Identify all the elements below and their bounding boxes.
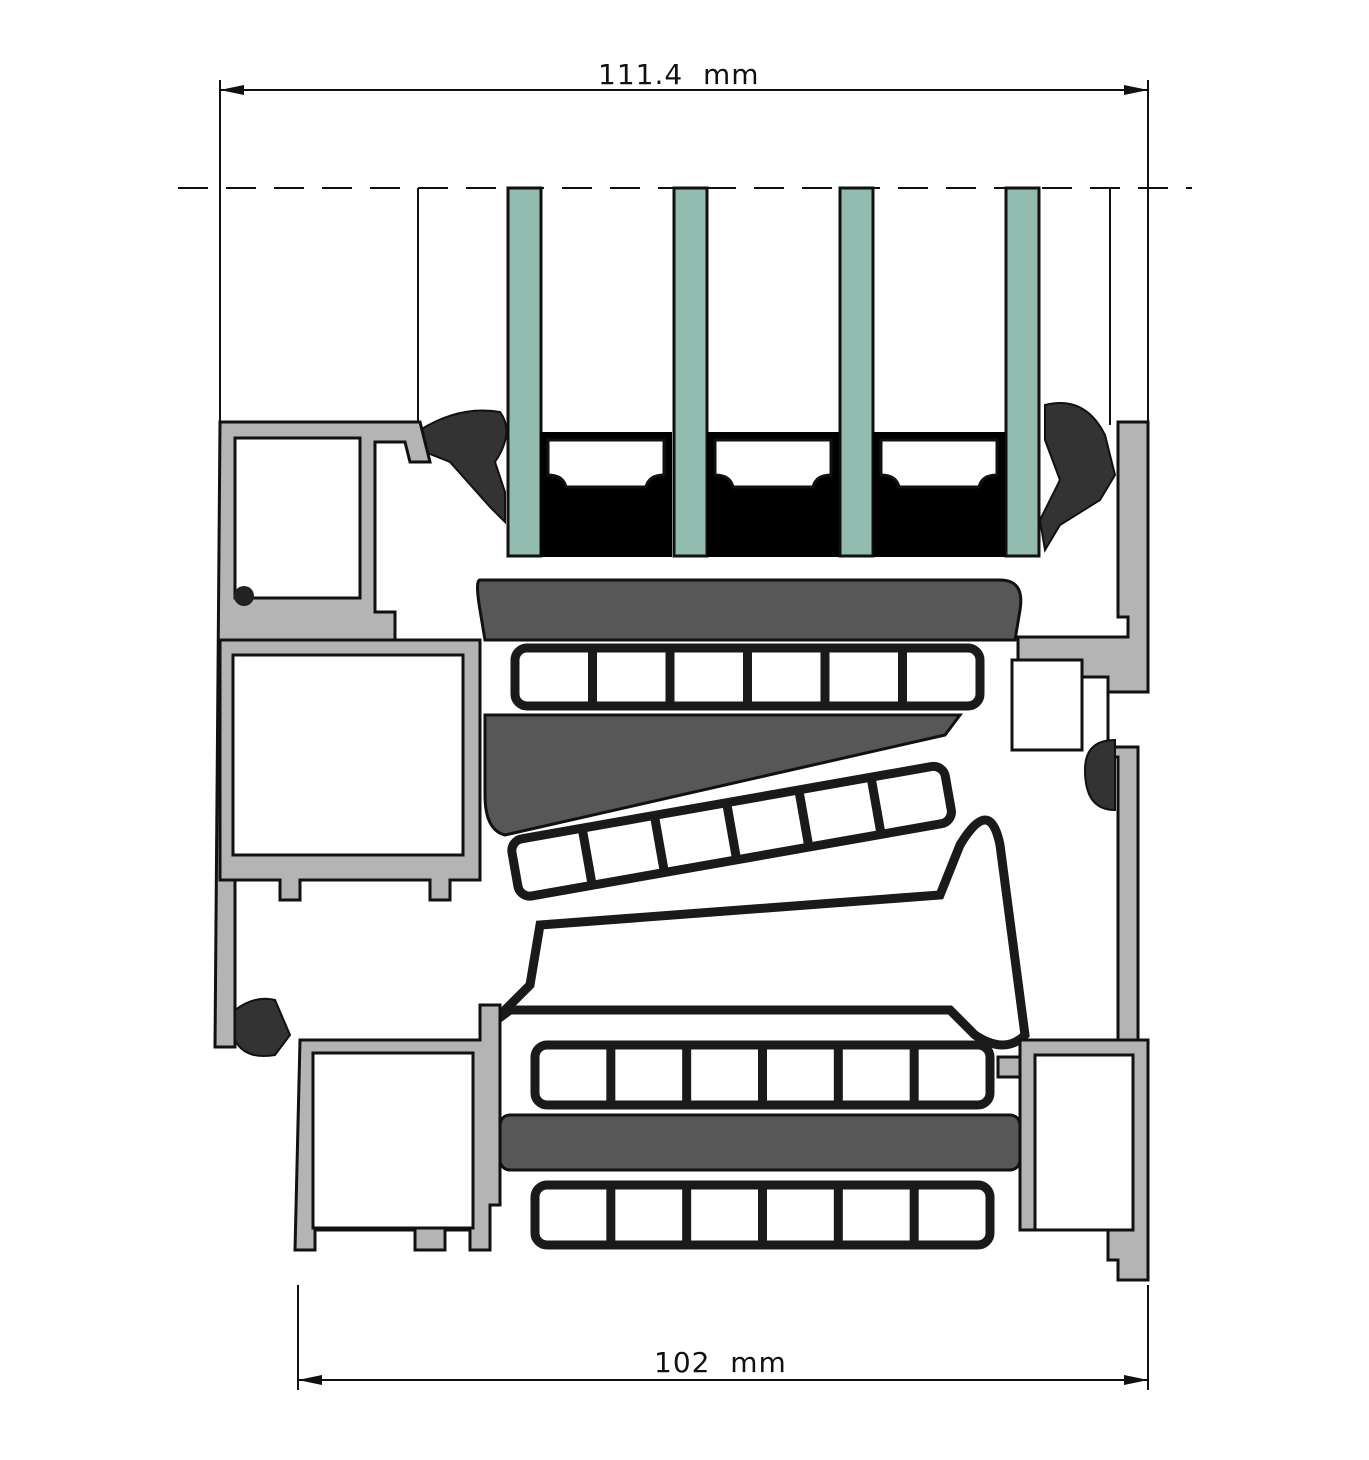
thermal-break-strip bbox=[510, 643, 985, 711]
glass-pane bbox=[506, 186, 543, 558]
sash-bottom-gasket bbox=[486, 815, 1030, 1050]
insulation-foam-wedge bbox=[483, 713, 963, 837]
top-dimension-line bbox=[219, 80, 1149, 190]
top-width-label: 111.4 mm bbox=[598, 58, 760, 91]
glass-pane bbox=[672, 186, 709, 558]
insulation-foam-top bbox=[476, 578, 1023, 642]
frame-seal-right bbox=[1083, 738, 1116, 812]
glass-pane bbox=[1004, 186, 1041, 558]
bottom-dimension-line bbox=[297, 1285, 1149, 1390]
frame-seal-left bbox=[234, 997, 292, 1057]
glass-panes bbox=[506, 186, 1041, 558]
sash-main-chamber bbox=[231, 653, 465, 857]
glazing-gasket-left bbox=[418, 409, 508, 525]
frame-bottom-chamber-right bbox=[1033, 1053, 1135, 1232]
thermal-break-strip bbox=[507, 761, 956, 901]
glazing-gasket-right bbox=[1038, 402, 1117, 553]
spacers bbox=[540, 432, 1005, 557]
sash-chamber bbox=[233, 436, 362, 600]
thermal-break-strips bbox=[507, 643, 995, 1250]
bottom-width-label: 102 mm bbox=[654, 1346, 787, 1379]
thermal-break-strip bbox=[530, 1040, 995, 1110]
glass-pane bbox=[838, 186, 875, 558]
sash-seal bbox=[234, 586, 254, 606]
thermal-break-strip bbox=[530, 1180, 995, 1250]
insulation-foam-bottom bbox=[498, 1113, 1022, 1172]
frame-bottom-chamber-left bbox=[311, 1051, 475, 1230]
frame-right-chamber bbox=[1010, 658, 1084, 752]
sash-outline-lines bbox=[219, 188, 1149, 425]
